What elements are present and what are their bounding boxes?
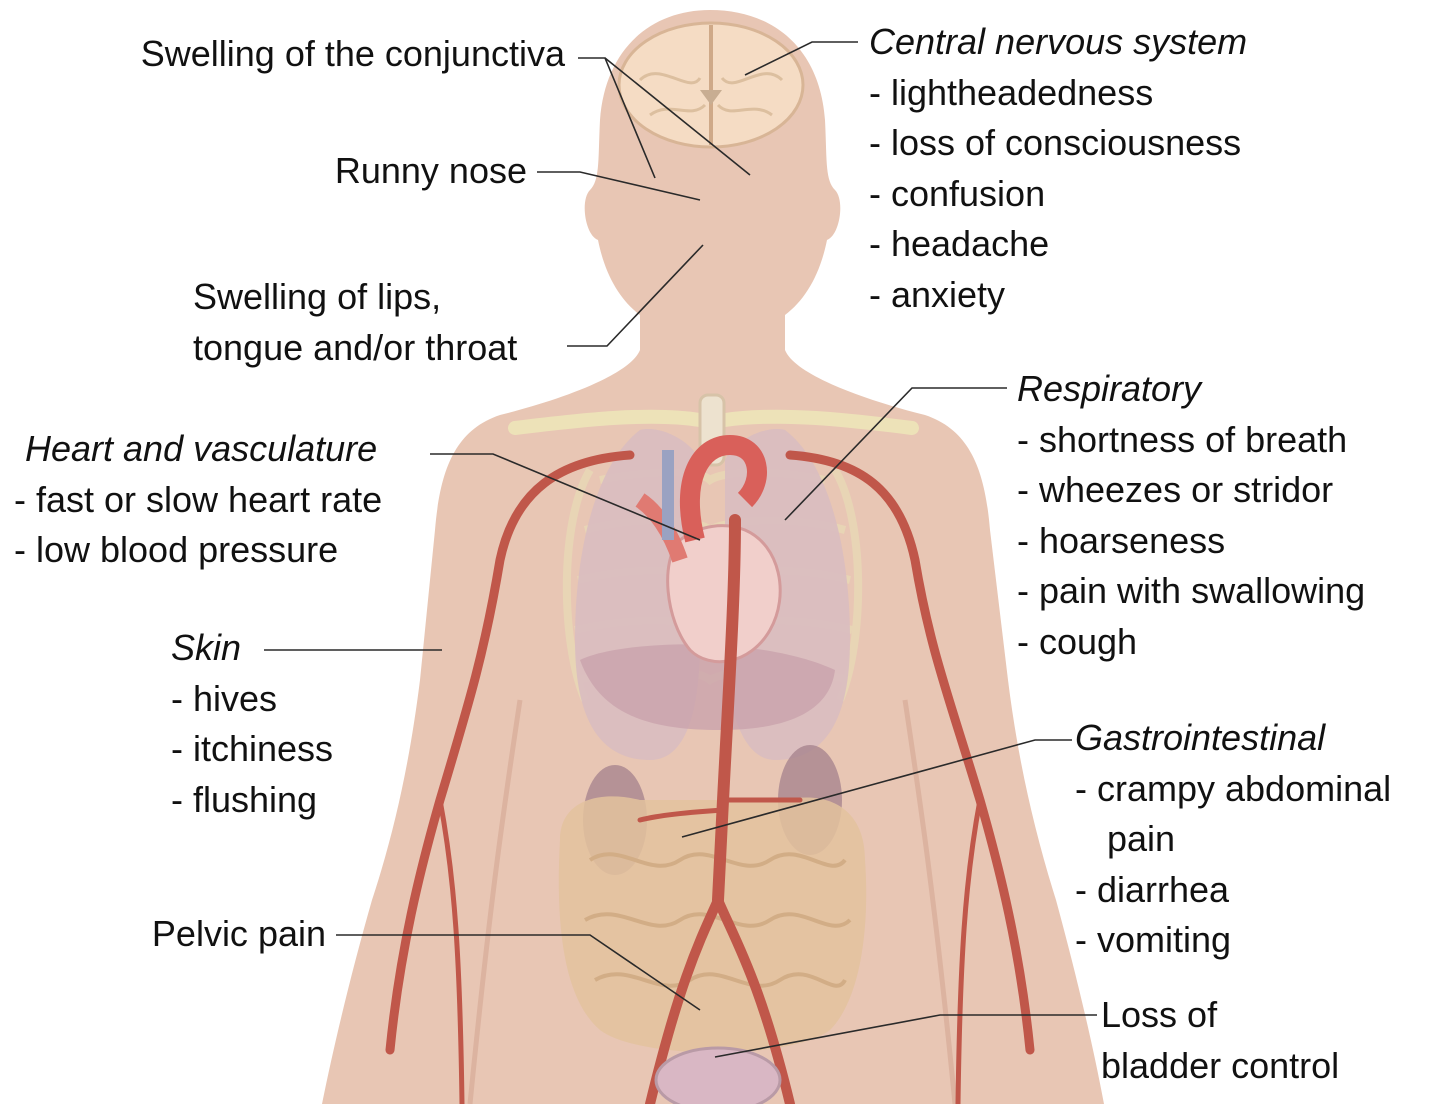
label-lips-line-2: tongue and/or throat	[193, 323, 517, 374]
heart	[668, 526, 781, 662]
label-respiratory-item: - cough	[1017, 617, 1365, 668]
label-cns: Central nervous system - lightheadedness…	[869, 17, 1247, 320]
label-skin-item: - hives	[171, 674, 333, 725]
brain	[619, 23, 803, 147]
label-lips: Swelling of lips, tongue and/or throat	[193, 272, 517, 373]
label-skin-item: - itchiness	[171, 724, 333, 775]
label-runny-nose-title: Runny nose	[260, 146, 527, 197]
label-skin: Skin - hives - itchiness - flushing	[171, 623, 333, 825]
label-gi-item: - vomiting	[1075, 915, 1391, 966]
label-bladder: Loss of bladder control	[1101, 990, 1339, 1091]
label-runny-nose: Runny nose	[260, 146, 527, 197]
label-respiratory: Respiratory - shortness of breath - whee…	[1017, 364, 1365, 667]
label-cns-item: - headache	[869, 219, 1247, 270]
label-bladder-line-2: bladder control	[1101, 1041, 1339, 1092]
label-skin-title: Skin	[171, 623, 333, 674]
label-respiratory-item: - hoarseness	[1017, 516, 1365, 567]
label-heart-item: - fast or slow heart rate	[14, 475, 382, 526]
label-cns-item: - anxiety	[869, 270, 1247, 321]
label-respiratory-item: - shortness of breath	[1017, 415, 1365, 466]
label-pelvic-pain: Pelvic pain	[100, 909, 326, 960]
label-gi-item: - crampy abdominal	[1075, 764, 1391, 815]
label-respiratory-item: - wheezes or stridor	[1017, 465, 1365, 516]
label-pelvic-title: Pelvic pain	[100, 909, 326, 960]
label-gastrointestinal: Gastrointestinal - crampy abdominal pain…	[1075, 713, 1391, 966]
label-heart-item: - low blood pressure	[14, 525, 382, 576]
label-gi-title: Gastrointestinal	[1075, 713, 1391, 764]
label-skin-item: - flushing	[171, 775, 333, 826]
label-heart-vasculature: Heart and vasculature - fast or slow hea…	[14, 424, 382, 576]
label-cns-item: - confusion	[869, 169, 1247, 220]
label-respiratory-title: Respiratory	[1017, 364, 1365, 415]
label-cns-title: Central nervous system	[869, 17, 1247, 68]
label-lips-line-1: Swelling of lips,	[193, 272, 517, 323]
label-gi-item: - diarrhea	[1075, 865, 1391, 916]
label-gi-item: pain	[1075, 814, 1391, 865]
label-heart-title: Heart and vasculature	[14, 424, 382, 475]
label-bladder-line-1: Loss of	[1101, 990, 1339, 1041]
label-respiratory-item: - pain with swallowing	[1017, 566, 1365, 617]
label-conjunctiva: Swelling of the conjunctiva	[60, 29, 565, 80]
label-conjunctiva-title: Swelling of the conjunctiva	[60, 29, 565, 80]
label-cns-item: - loss of consciousness	[869, 118, 1247, 169]
label-cns-item: - lightheadedness	[869, 68, 1247, 119]
